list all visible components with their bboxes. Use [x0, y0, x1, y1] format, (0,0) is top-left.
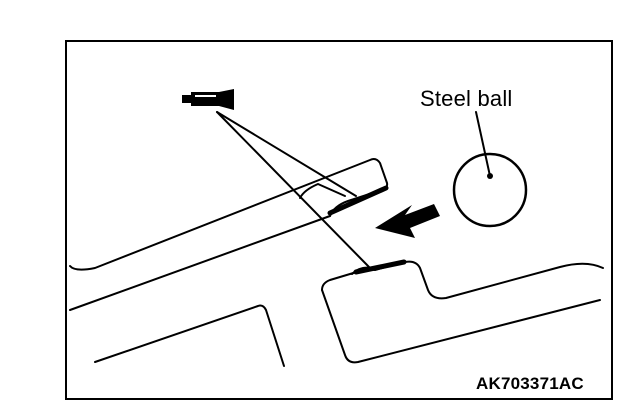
- figure-code: AK703371AC: [476, 374, 584, 393]
- leader-line-upper: [216, 111, 357, 197]
- body-edge-line: [69, 215, 331, 311]
- sealant-tube-icon: [182, 89, 234, 110]
- lower-right-block-edge: [321, 289, 601, 364]
- sealant-bead-lower: [353, 259, 407, 275]
- steel-ball-leader: [475, 111, 491, 177]
- sealant-bead-upper: [327, 185, 389, 216]
- direction-arrow-icon: [375, 204, 440, 238]
- leader-line-lower: [216, 111, 371, 269]
- lower-right-block: [321, 260, 604, 300]
- lower-left-part: [94, 304, 285, 367]
- steel-ball-center: [487, 173, 493, 179]
- steel-ball: [452, 152, 528, 228]
- upper-housing-outline: [69, 158, 389, 271]
- steel-ball-label: Steel ball: [420, 86, 513, 111]
